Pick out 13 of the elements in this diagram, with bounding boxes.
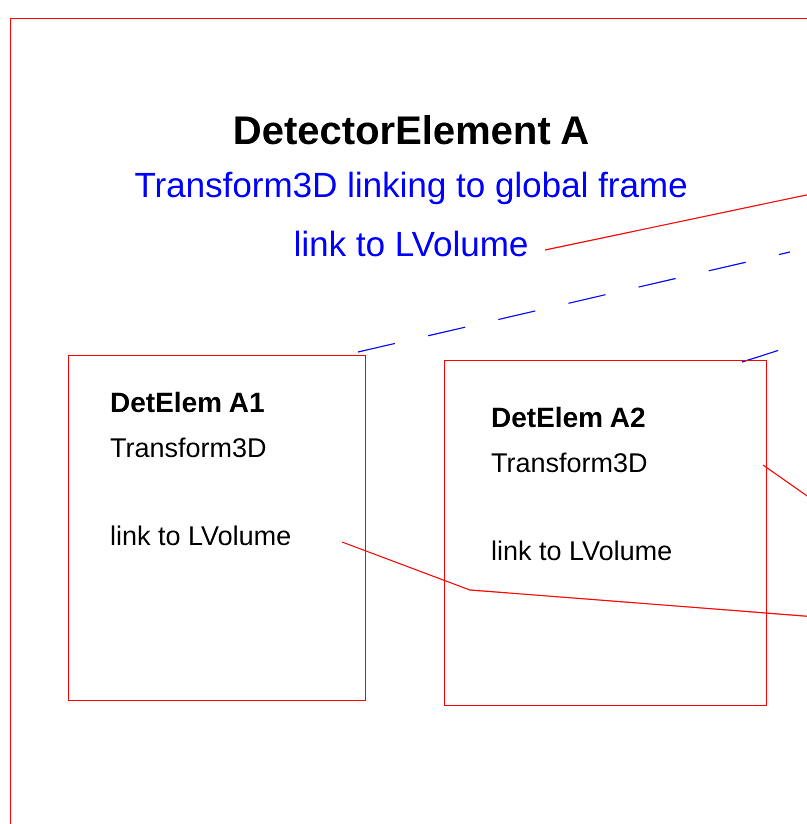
element-box	[444, 360, 767, 706]
link-line	[342, 541, 807, 619]
element-box	[68, 355, 366, 701]
element-text: Transform3D	[491, 449, 648, 479]
element-title: DetElem A2	[491, 403, 646, 434]
element-text: link to LVolume	[491, 537, 672, 567]
dashed-link-line	[358, 251, 790, 353]
frame-text: Transform3D linking to global frame	[134, 167, 688, 206]
element-text: Transform3D	[110, 434, 267, 464]
frame-title: DetectorElement A	[232, 109, 590, 153]
link-text: link to LVolume	[294, 226, 528, 264]
element-text: link to LVolume	[110, 522, 292, 552]
element-title: DetElem A1	[110, 388, 265, 419]
